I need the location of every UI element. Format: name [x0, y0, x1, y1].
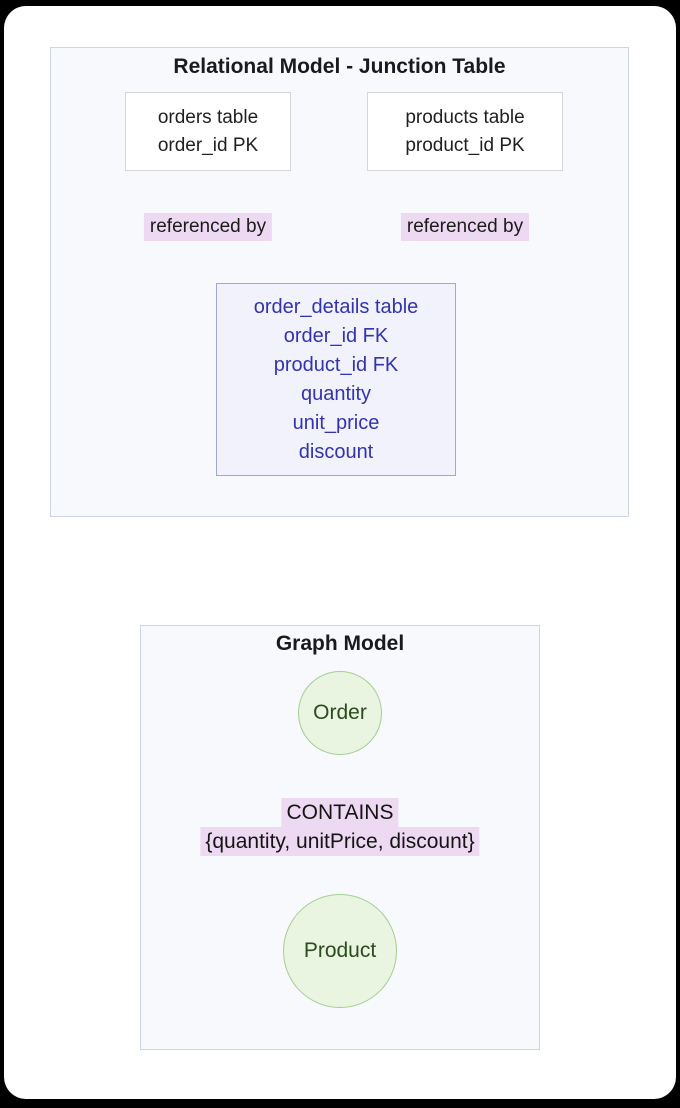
- relational-section-title: Relational Model - Junction Table: [173, 55, 506, 78]
- orders-table-key: order_id PK: [157, 134, 259, 156]
- junction-line-attr1: quantity: [300, 382, 372, 405]
- junction-line-title: order_details table: [253, 295, 419, 318]
- relationship-properties: {quantity, unitPrice, discount}: [200, 827, 480, 856]
- left-referenced-by-label: referenced by: [143, 213, 273, 241]
- contains-edge-label: CONTAINS {quantity, unitPrice, discount}: [200, 798, 480, 856]
- order-details-junction-node: order_details table order_id FK product_…: [216, 283, 456, 476]
- orders-table-node: orders table order_id PK: [125, 92, 291, 171]
- relationship-type: CONTAINS: [281, 798, 399, 827]
- order-node-circle: Order: [298, 671, 382, 755]
- order-node-label: Order: [313, 701, 367, 724]
- products-table-name: products table: [405, 106, 525, 128]
- junction-line-fk2: product_id FK: [273, 353, 399, 376]
- junction-line-attr3: discount: [298, 440, 374, 463]
- right-referenced-by-label: referenced by: [400, 213, 530, 241]
- product-node-label: Product: [303, 939, 377, 962]
- junction-line-fk1: order_id FK: [283, 324, 389, 347]
- product-node-circle: Product: [283, 894, 397, 1008]
- products-table-key: product_id PK: [405, 134, 525, 156]
- orders-table-name: orders table: [157, 106, 259, 128]
- products-table-node: products table product_id PK: [367, 92, 563, 171]
- graph-section-title: Graph Model: [275, 632, 405, 655]
- junction-line-attr2: unit_price: [292, 411, 380, 434]
